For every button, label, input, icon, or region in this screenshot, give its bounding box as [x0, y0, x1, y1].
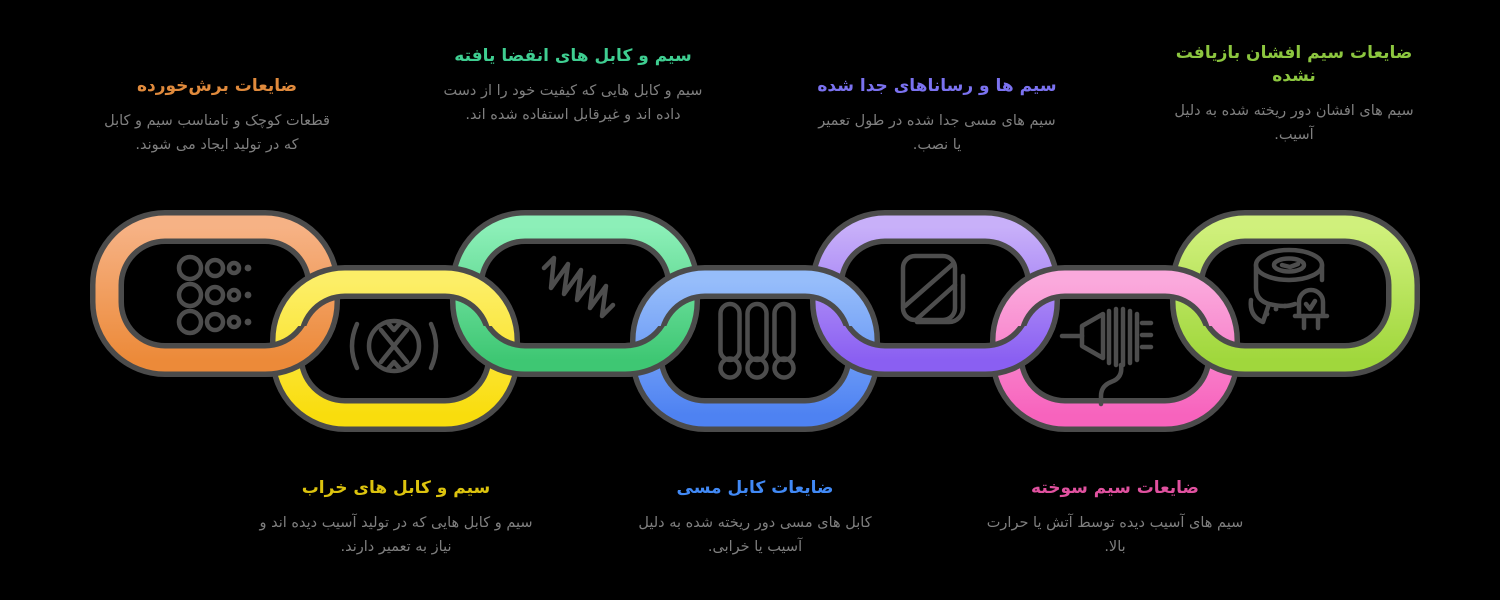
label-title: سیم و کابل های خراب: [301, 478, 491, 498]
label-group-2: سیم و کابل های خراب سیم و کابل هایی که د…: [256, 477, 536, 560]
label-group-6: ضایعات سیم سوخته سیم های آسیب دیده توسط …: [980, 477, 1250, 560]
cut-pieces-icon: [176, 254, 252, 336]
cable-ends-icon: [718, 301, 796, 380]
label-group-5: سیم ها و رساناهای جدا شده سیم های مسی جد…: [812, 75, 1062, 158]
wire-spool-icon: [1248, 247, 1330, 331]
label-description: سیم و کابل هایی که در تولید آسیب دیده ان…: [259, 514, 533, 555]
label-title: ضایعات کابل مسی: [676, 478, 834, 498]
label-group-7: ضایعات سیم افشان بازیافت نشده سیم های اف…: [1169, 42, 1419, 148]
stripped-cable-icon: [1059, 306, 1154, 407]
label-description: سیم های مسی جدا شده در طول تعمیر یا نصب.: [818, 112, 1056, 153]
label-title: سیم و کابل های انقضا یافته: [454, 46, 692, 66]
label-title: سیم ها و رساناهای جدا شده: [817, 76, 1057, 96]
label-description: قطعات کوچک و نامناسب سیم و کابل که در تو…: [104, 112, 330, 153]
damaged-coil-icon: [349, 318, 439, 374]
label-description: سیم و کابل هایی که کیفیت خود را از دست د…: [443, 82, 703, 123]
label-description: سیم های افشان دور ریخته شده به دلیل آسیب…: [1174, 102, 1414, 143]
label-group-3: سیم و کابل های انقضا یافته سیم و کابل ها…: [443, 45, 703, 128]
label-group-1: ضایعات برش‌خورده قطعات کوچک و نامناسب سی…: [97, 75, 337, 158]
label-title: ضایعات سیم سوخته: [1031, 478, 1199, 498]
coiled-wire-icon: [541, 255, 616, 319]
label-title: ضایعات برش‌خورده: [136, 76, 298, 96]
label-group-4: ضایعات کابل مسی کابل های مسی دور ریخته ش…: [620, 477, 890, 560]
separated-conductors-icon: [900, 253, 966, 325]
label-description: سیم های آسیب دیده توسط آتش یا حرارت بالا…: [986, 514, 1244, 555]
label-description: کابل های مسی دور ریخته شده به دلیل آسیب …: [638, 514, 872, 555]
label-title: ضایعات سیم افشان بازیافت نشده: [1175, 43, 1413, 86]
